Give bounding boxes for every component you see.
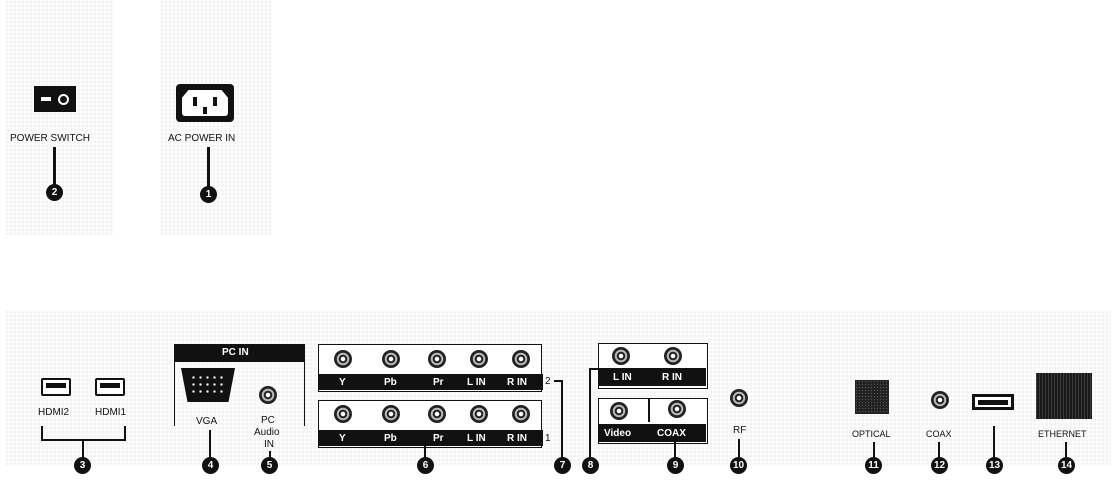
hdmi2-port-icon[interactable] bbox=[41, 378, 71, 396]
row1-y-label: Y bbox=[339, 433, 346, 444]
ac-power-label: AC POWER IN bbox=[168, 133, 236, 144]
row1-pb-label: Pb bbox=[384, 433, 397, 444]
video-jack-icon[interactable] bbox=[610, 402, 628, 420]
coax-out-label: COAX bbox=[657, 428, 686, 439]
av-rin-label: R IN bbox=[662, 372, 682, 383]
pcin-header bbox=[174, 344, 305, 362]
vga-port-icon[interactable] bbox=[181, 368, 235, 402]
row1-rin-jack-icon[interactable] bbox=[512, 405, 530, 423]
video-coax-label-bar bbox=[598, 424, 706, 442]
row2-pb-jack-icon[interactable] bbox=[382, 350, 400, 368]
callout-10: 10 bbox=[730, 457, 747, 474]
row1-id: 1 bbox=[545, 433, 551, 444]
row2-pr-jack-icon[interactable] bbox=[428, 350, 446, 368]
callout-7: 7 bbox=[554, 457, 571, 474]
callout-14: 14 bbox=[1058, 457, 1075, 474]
callout-12: 12 bbox=[931, 457, 948, 474]
row1-pr-jack-icon[interactable] bbox=[428, 405, 446, 423]
row2-id: 2 bbox=[545, 376, 551, 387]
pcin-title: PC IN bbox=[222, 347, 249, 358]
callout-2: 2 bbox=[46, 184, 63, 201]
row1-y-jack-icon[interactable] bbox=[334, 405, 352, 423]
callout-3: 3 bbox=[74, 457, 91, 474]
rear-io-panel bbox=[5, 310, 1111, 466]
hdmi1-label: HDMI1 bbox=[95, 407, 127, 418]
pc-audio-jack-icon[interactable] bbox=[259, 386, 277, 404]
pc-audio-label-2: Audio bbox=[254, 427, 280, 438]
av-label-bar bbox=[598, 368, 706, 386]
row1-pb-jack-icon[interactable] bbox=[382, 405, 400, 423]
row2-rin-label: R IN bbox=[507, 377, 527, 388]
vga-label: VGA bbox=[196, 416, 218, 427]
row2-pr-label: Pr bbox=[433, 377, 444, 388]
row1-lin-jack-icon[interactable] bbox=[470, 405, 488, 423]
coax-jack-icon[interactable] bbox=[931, 391, 949, 409]
av-rin-jack-icon[interactable] bbox=[664, 347, 682, 365]
pc-audio-label-1: PC bbox=[261, 415, 275, 426]
row1-lin-label: L IN bbox=[467, 433, 486, 444]
row1-pr-label: Pr bbox=[433, 433, 444, 444]
callout-1: 1 bbox=[200, 186, 217, 203]
row2-rin-jack-icon[interactable] bbox=[512, 350, 530, 368]
callout-4: 4 bbox=[202, 457, 219, 474]
hdmi2-label: HDMI2 bbox=[38, 407, 70, 418]
row2-label-bar bbox=[318, 374, 543, 390]
row2-lin-label: L IN bbox=[467, 377, 486, 388]
row2-pb-label: Pb bbox=[384, 377, 397, 388]
optical-label: OPTICAL bbox=[852, 429, 891, 439]
row2-y-label: Y bbox=[339, 377, 346, 388]
ethernet-port-icon[interactable] bbox=[1036, 373, 1092, 419]
av-lin-label: L IN bbox=[613, 372, 632, 383]
rf-jack-icon[interactable] bbox=[730, 389, 748, 407]
callout-6: 6 bbox=[417, 457, 434, 474]
callout-11: 11 bbox=[865, 457, 882, 474]
power-switch-icon[interactable] bbox=[34, 86, 76, 112]
rf-label: RF bbox=[733, 425, 747, 436]
ethernet-label: ETHERNET bbox=[1038, 429, 1087, 439]
optical-port-icon[interactable] bbox=[855, 380, 889, 414]
callout-13: 13 bbox=[986, 457, 1003, 474]
ac-power-inlet-icon[interactable] bbox=[176, 84, 234, 122]
coax-label: COAX bbox=[926, 429, 952, 439]
power-switch-label: POWER SWITCH bbox=[10, 133, 90, 144]
usb-port-icon[interactable] bbox=[972, 394, 1014, 410]
row2-y-jack-icon[interactable] bbox=[334, 350, 352, 368]
av-lin-jack-icon[interactable] bbox=[612, 347, 630, 365]
row1-rin-label: R IN bbox=[507, 433, 527, 444]
callout-8: 8 bbox=[582, 457, 599, 474]
power-switch-panel bbox=[5, 0, 113, 235]
callout-9: 9 bbox=[667, 457, 684, 474]
hdmi1-port-icon[interactable] bbox=[95, 378, 125, 396]
coax-out-jack-icon[interactable] bbox=[668, 400, 686, 418]
video-label: Video bbox=[604, 428, 632, 439]
row1-label-bar bbox=[318, 430, 543, 446]
callout-5: 5 bbox=[261, 457, 278, 474]
row2-lin-jack-icon[interactable] bbox=[470, 350, 488, 368]
pc-audio-label-3: IN bbox=[264, 439, 274, 450]
